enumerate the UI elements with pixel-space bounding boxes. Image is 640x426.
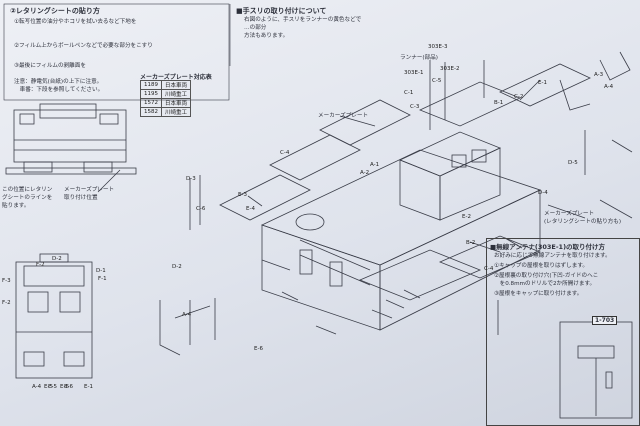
part-label: E-3 [238,192,247,198]
plate-label-2a: メーカーズプレート [544,211,595,217]
section-left-line-1: ①転写位置の油分やホコリを拭い去るなど下地を [14,19,137,25]
part-label: E-2 [462,214,471,220]
section-left-line-4: 注意：静電気(台紙)の上下に注意。 [14,79,103,85]
part-label: C-2 [514,94,524,100]
part-label: D-4 [538,190,548,196]
plate-caption-2: 取り付け位置 [64,195,98,201]
maker-name: 川崎重工 [160,107,192,117]
part-label: E-5 [44,384,53,390]
maker-plate-number: 1582 [140,107,162,117]
part-label: E-6 [254,346,263,352]
part-label: F-1 [98,276,107,282]
part-label: D-2 [172,264,182,270]
antenna-line-4: を0.8mmのドリルで2か所開けます。 [494,281,596,287]
maker-table-title: メーカーズプレート対応表 [140,74,212,81]
section-right-line-3: 方法もあります。 [244,33,289,39]
part-label: E-5 [48,384,57,390]
part-label: D-1 [96,268,106,274]
part-label: A-4 [182,312,192,318]
part-label: A-2 [360,170,370,176]
antenna-line-2: ①キャップの屋根を取りはずします。 [494,263,588,269]
part-label: D-2 [52,256,62,262]
antenna-line-1: お好みに応じて無線アンテナを取り付けます。 [494,253,611,259]
maker-name: 日本車両 [160,80,192,90]
antenna-part-code: 1-703 [592,316,618,325]
section-right-line-1: 右図のように、手スリをランナーの黄色などで [244,17,362,23]
part-label: C-3 [410,104,420,110]
maker-plate-number: 1189 [140,80,162,90]
part-label: F-3 [2,278,11,284]
section-left-line-2: ②フィルム上からボールペンなどで必要な部分をこすり [14,43,153,49]
part-label: A-3 [594,72,604,78]
section-left-line-3: ③最後にフィルムの剥離面を [14,63,86,69]
part-label: E-6 [60,384,69,390]
part-label: A-4 [32,384,42,390]
left-caption-1: この位置にレタリン [2,187,53,193]
section-right-line-2: …の部分 [244,25,267,31]
antenna-line-5: ③屋根をキャップに取り付けます。 [494,291,583,297]
part-label: D-3 [186,176,196,182]
part-label: D-5 [568,160,578,166]
plate-label-1: メーカーズプレート [318,113,369,119]
maker-name: 日本車両 [160,98,192,108]
part-label: 303E-3 [428,44,448,50]
part-label: B-1 [494,100,504,106]
part-label: F-2 [2,300,11,306]
part-label: F-2 [36,262,45,268]
part-label: C-6 [196,206,206,212]
part-label: A-1 [370,162,380,168]
part-label: E-6 [64,384,73,390]
plate-label-2b: (レタリングシートの貼り方も) [544,219,622,225]
section-right-heading: ■手スリの取り付けについて [236,7,327,15]
maker-plate-number: 1195 [140,89,162,99]
plate-caption-1: メーカーズプレート [64,187,115,193]
part-label: C-1 [404,90,414,96]
part-label: B-2 [466,240,476,246]
part-label: A-4 [604,84,614,90]
part-label: 303E-2 [440,66,460,72]
part-label: E-1 [84,384,93,390]
part-label: C-5 [432,78,442,84]
part-label: E-4 [246,206,255,212]
maker-name: 川崎重工 [160,89,192,99]
left-caption-3: 貼ります。 [2,203,30,209]
runner-label: ランナー(部品) [400,55,438,61]
section-left-line-5: 車番：下段を参照してください。 [14,87,104,93]
antenna-line-3: ②屋根裏の取り付け穴(下凹-ガイドのへこ [494,273,599,279]
antenna-heading: ■無線アンテナ(303E-1)の取り付け方 [490,243,606,251]
part-label: C-4 [484,266,494,272]
part-label: E-1 [538,80,547,86]
part-label: 303E-1 [404,70,424,76]
section-left-heading: ②レタリングシートの貼り方 [10,7,100,15]
maker-plate-number: 1572 [140,98,162,108]
part-label: C-4 [280,150,290,156]
left-caption-2: グシートのラインを [2,195,53,201]
